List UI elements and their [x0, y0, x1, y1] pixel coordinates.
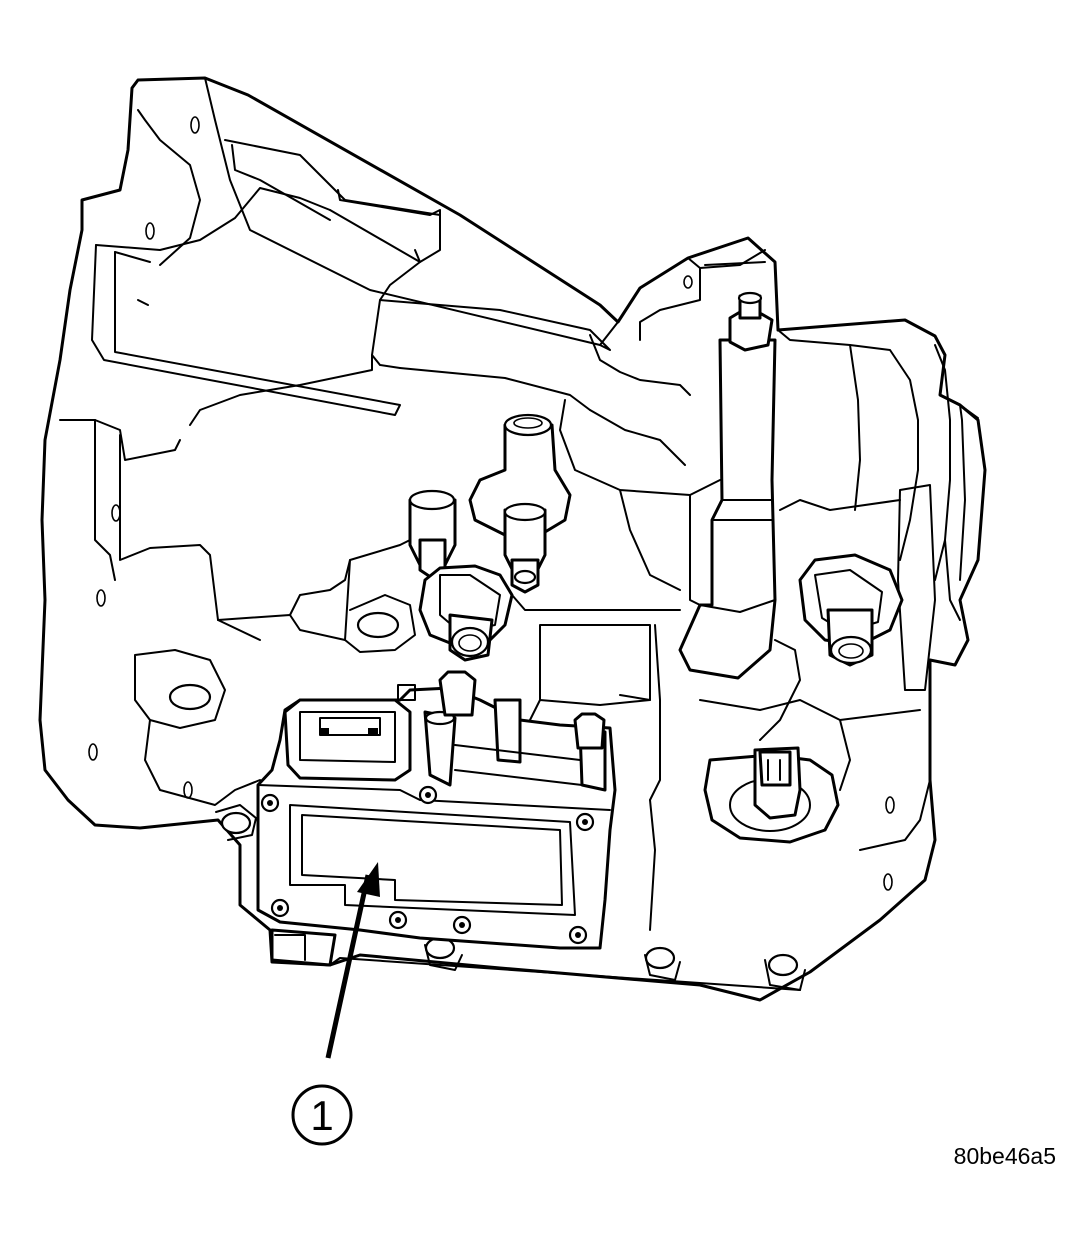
- cooler-line-fittings: [408, 413, 572, 662]
- callout-1: 1: [291, 862, 380, 1146]
- callout-arrowhead: [357, 862, 380, 897]
- callout-circle: [291, 1084, 353, 1146]
- right-cooler-fitting: [798, 553, 904, 667]
- manual-shift-shaft: [678, 291, 777, 680]
- sensor-connector: [703, 746, 840, 844]
- callout-number: 1: [310, 1092, 333, 1139]
- figure-code: 80be46a5: [953, 1143, 1056, 1169]
- solenoid-assembly: [256, 670, 617, 967]
- callout-arrow: [325, 874, 371, 1059]
- output-housing: [777, 329, 979, 851]
